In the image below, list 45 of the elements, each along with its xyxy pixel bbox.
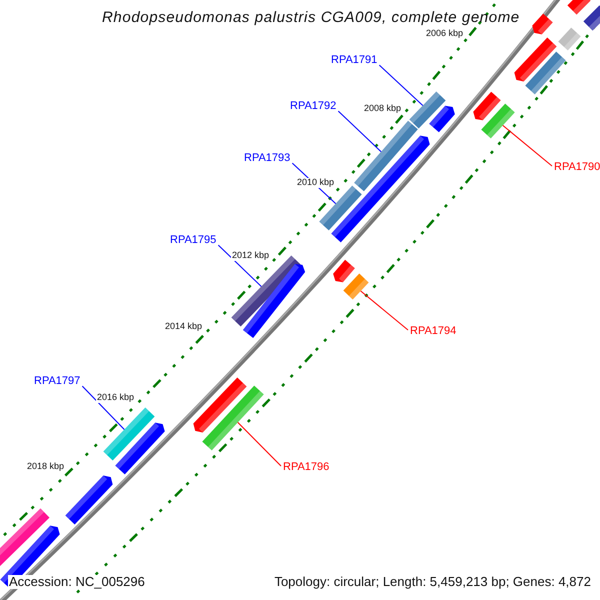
- leader-line: [378, 64, 424, 106]
- gene-label: RPA1792: [290, 100, 336, 112]
- gene-bar: [567, 0, 591, 15]
- gene-label: RPA1794: [410, 325, 456, 338]
- gene-label: RPA1797: [34, 375, 80, 388]
- gene-label: RPA1790: [554, 161, 600, 174]
- gene-bar: [0, 508, 50, 567]
- tick-label: 2018 kbp: [26, 462, 66, 472]
- gene-bar: [429, 106, 455, 132]
- tick-label: 2006 kbp: [425, 29, 464, 39]
- gene-bar: [343, 274, 369, 300]
- leader-line: [82, 386, 125, 430]
- gene-bar: [481, 104, 515, 138]
- gene-bar: [558, 28, 581, 50]
- tick-label: 2008 kbp: [363, 104, 402, 114]
- gene-bar: [583, 5, 600, 31]
- tick-label: 2014 kbp: [164, 322, 204, 332]
- gene-bar: [242, 264, 306, 338]
- tick-label: 2010 kbp: [296, 178, 336, 188]
- tick-label: 2016 kbp: [96, 393, 136, 403]
- title: Rhodopseudomonas palustris CGA009, complete genome: [102, 10, 520, 26]
- leader-line: [338, 110, 382, 152]
- gene-bar: [333, 260, 355, 282]
- gene-bar: [409, 92, 446, 128]
- gene-bar: [525, 52, 566, 94]
- gene-bar: [473, 92, 501, 120]
- gene-bar: [354, 120, 418, 192]
- gene-bar: [319, 186, 362, 230]
- gene-bar: [514, 38, 557, 82]
- accession-text: Accession: NC_005296: [8, 575, 146, 590]
- gene-label: RPA1795: [170, 234, 216, 246]
- gene-bar: [532, 14, 553, 34]
- gene-bar: [103, 408, 155, 460]
- tick-label: 2012 kbp: [231, 251, 270, 261]
- gene-bar: [202, 386, 264, 450]
- gene-bar: [65, 476, 113, 524]
- gene-bar: [115, 422, 165, 474]
- genome-info-text: Topology: circular; Length: 5,459,213 bp; Genes: 4,872: [273, 575, 592, 590]
- gene-label: RPA1791: [331, 54, 378, 66]
- gene-bar: [193, 378, 247, 432]
- leader-line: [502, 124, 552, 166]
- leader-line: [218, 244, 262, 287]
- gene-label: RPA1796: [283, 461, 330, 474]
- gene-label: RPA1793: [244, 152, 290, 164]
- leader-line: [360, 290, 408, 330]
